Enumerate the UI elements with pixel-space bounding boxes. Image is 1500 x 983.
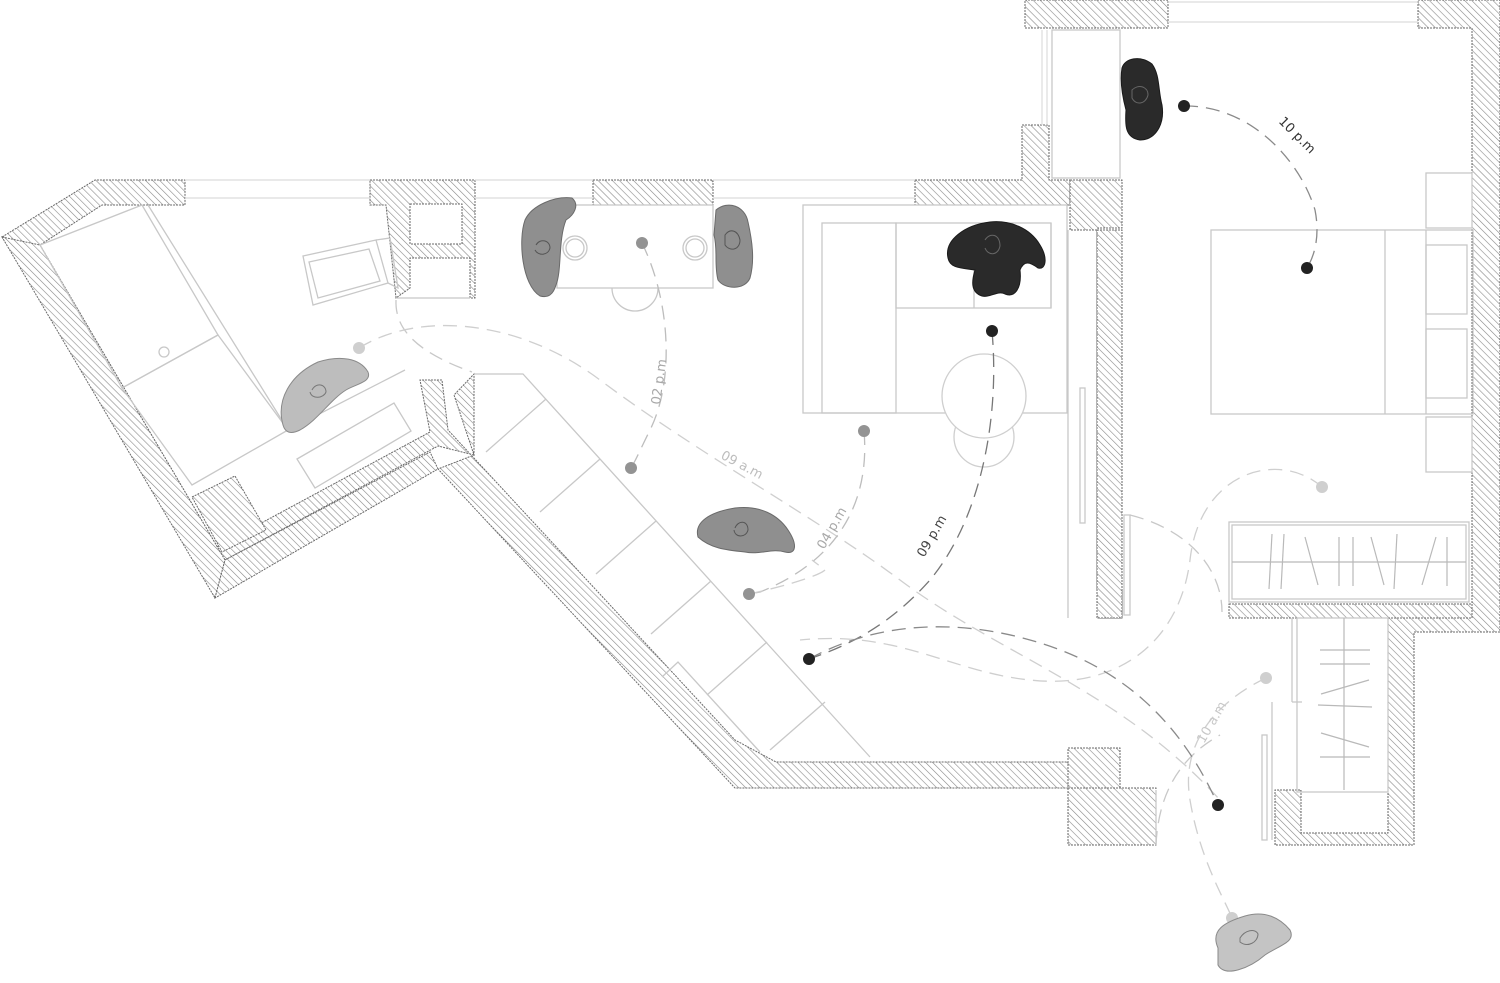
path-afternoon-loop xyxy=(748,559,826,595)
label-09pm: 09 p.m xyxy=(914,513,950,560)
counter-line xyxy=(147,204,406,431)
wall-left-room xyxy=(1,179,1071,789)
figure-02pm-left xyxy=(521,197,577,298)
path-night-arc xyxy=(808,626,1219,806)
figures xyxy=(280,58,1292,972)
point-10pm-start xyxy=(1178,100,1190,112)
point-02pm-start xyxy=(636,237,648,249)
closet-hangers xyxy=(1317,649,1373,758)
hangers xyxy=(1268,533,1448,590)
wall-bedroom-top-left xyxy=(1024,0,1169,29)
bed xyxy=(1210,229,1474,415)
pillow-2 xyxy=(1425,328,1468,399)
pillow-1 xyxy=(1425,244,1468,315)
wall-left-bottom xyxy=(214,451,439,600)
path-09am xyxy=(358,324,1221,801)
wall-left-corner xyxy=(0,236,226,600)
path-10pm xyxy=(1183,105,1318,269)
wall-entrance-2 xyxy=(1067,787,1157,846)
path-10am xyxy=(1187,677,1267,919)
armchair xyxy=(302,239,389,306)
walls xyxy=(0,0,1500,846)
closet xyxy=(1296,617,1389,793)
path-morning-loop xyxy=(799,468,1323,682)
label-04pm: 04 p.m xyxy=(814,505,850,552)
path-02pm xyxy=(630,242,667,469)
wardrobe xyxy=(1228,521,1470,603)
figure-04pm xyxy=(696,506,795,554)
wall-divider-strip xyxy=(1096,229,1123,619)
path-04pm xyxy=(748,430,866,595)
wall-top-block xyxy=(369,179,476,299)
point-night-door xyxy=(1212,799,1224,811)
bedroom-desk xyxy=(1051,29,1121,179)
movement-paths xyxy=(358,105,1323,919)
dining-table xyxy=(556,204,714,289)
dining-chair xyxy=(611,287,659,312)
point-09am-start xyxy=(353,342,365,354)
furniture xyxy=(39,29,1474,846)
side-table xyxy=(941,353,1027,439)
wall-wardrobe-base xyxy=(1228,603,1473,619)
nightstand-top xyxy=(1425,172,1473,229)
label-10pm: 10 p.m xyxy=(1275,114,1318,157)
figure-10am xyxy=(1215,913,1292,972)
bench xyxy=(296,402,412,489)
wall-top-right xyxy=(914,124,1071,206)
armchair-arm xyxy=(375,237,399,290)
figure-10pm xyxy=(1120,58,1164,141)
figure-02pm-right xyxy=(713,204,754,288)
point-09pm-end xyxy=(803,653,815,665)
hall-storage-dividers xyxy=(485,398,826,751)
point-09pm-start xyxy=(986,325,998,337)
point-10pm-end xyxy=(1301,262,1313,274)
hall-storage xyxy=(474,373,871,758)
label-02pm: 02 p.m xyxy=(649,358,670,405)
label-10am: 10 a.m xyxy=(1194,699,1230,746)
sofa xyxy=(802,204,1068,414)
figure-09am xyxy=(280,357,370,433)
point-04pm-start xyxy=(858,425,870,437)
nightstand-bottom xyxy=(1425,416,1473,473)
point-10am-start xyxy=(1260,672,1272,684)
wall-pillar xyxy=(191,475,267,553)
point-02pm-end xyxy=(625,462,637,474)
wall-top-middle xyxy=(592,179,714,206)
figure-09pm xyxy=(947,221,1046,297)
point-04pm-end xyxy=(743,588,755,600)
point-morning-bed xyxy=(1316,481,1328,493)
sink xyxy=(158,346,170,358)
windows xyxy=(185,1,1418,199)
